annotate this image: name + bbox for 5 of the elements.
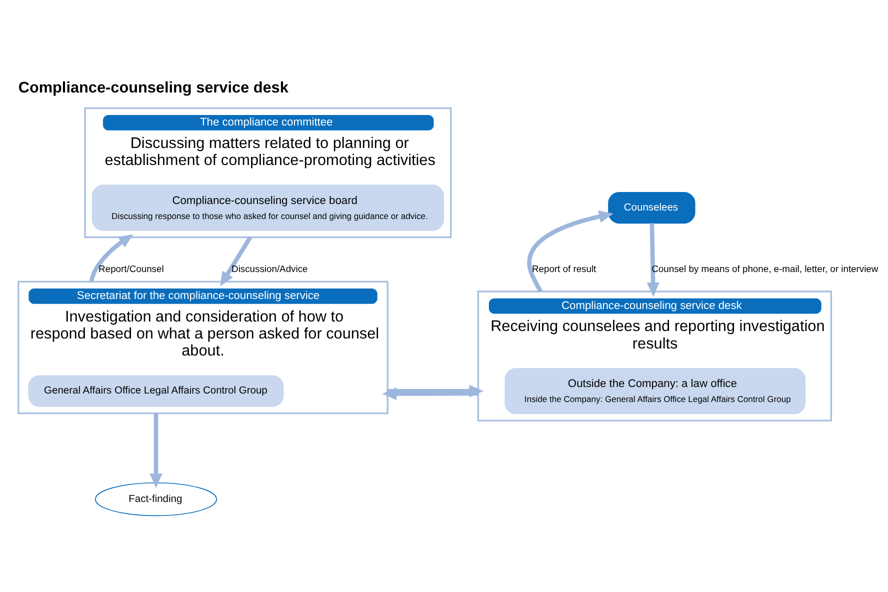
diagram-title: Compliance-counseling service desk (18, 78, 288, 96)
edge-label: Discussion/Advice (232, 262, 308, 274)
edge-label: Report/Counsel (98, 262, 164, 274)
edge-label: Counsel by means of phone, e-mail, letter, or interview (652, 262, 878, 274)
edge-label: Report of result (532, 262, 596, 274)
